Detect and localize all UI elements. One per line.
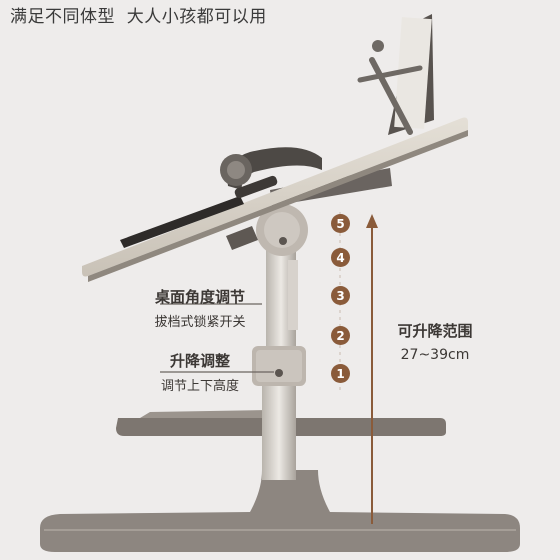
step-badge-4: 4: [331, 248, 350, 267]
desk-base: [40, 470, 520, 552]
step-badge-1: 1: [331, 364, 350, 383]
height-range-title: 可升降范围: [397, 322, 473, 340]
angle-callout-title: 桌面角度调节: [154, 288, 245, 306]
arrow-up-icon: [366, 214, 378, 524]
phone-icon: [120, 196, 244, 248]
lower-pole: [262, 380, 296, 480]
step-badge-2: 2: [331, 326, 350, 345]
height-range: 可升降范围 27~39cm: [380, 320, 490, 363]
desk-top: [82, 117, 468, 282]
angle-callout: 桌面角度调节 拔档式锁紧开关: [130, 286, 270, 330]
height-clamp: [252, 346, 306, 386]
step-badge-3: 3: [331, 286, 350, 305]
headphones-icon: [220, 147, 322, 199]
adjust-lever: [288, 260, 298, 330]
height-range-value: 27~39cm: [400, 347, 470, 363]
headline: 满足不同体型 大人小孩都可以用: [10, 7, 267, 27]
angle-callout-subtitle: 拔档式锁紧开关: [154, 315, 246, 330]
height-callout-subtitle: 调节上下高度: [160, 379, 239, 394]
height-callout: 升降调整 调节上下高度: [140, 350, 260, 394]
height-callout-title: 升降调整: [169, 352, 230, 370]
step-badge-5: 5: [331, 214, 350, 233]
book-stand-icon: [357, 14, 434, 135]
angle-hinge: [226, 204, 308, 256]
